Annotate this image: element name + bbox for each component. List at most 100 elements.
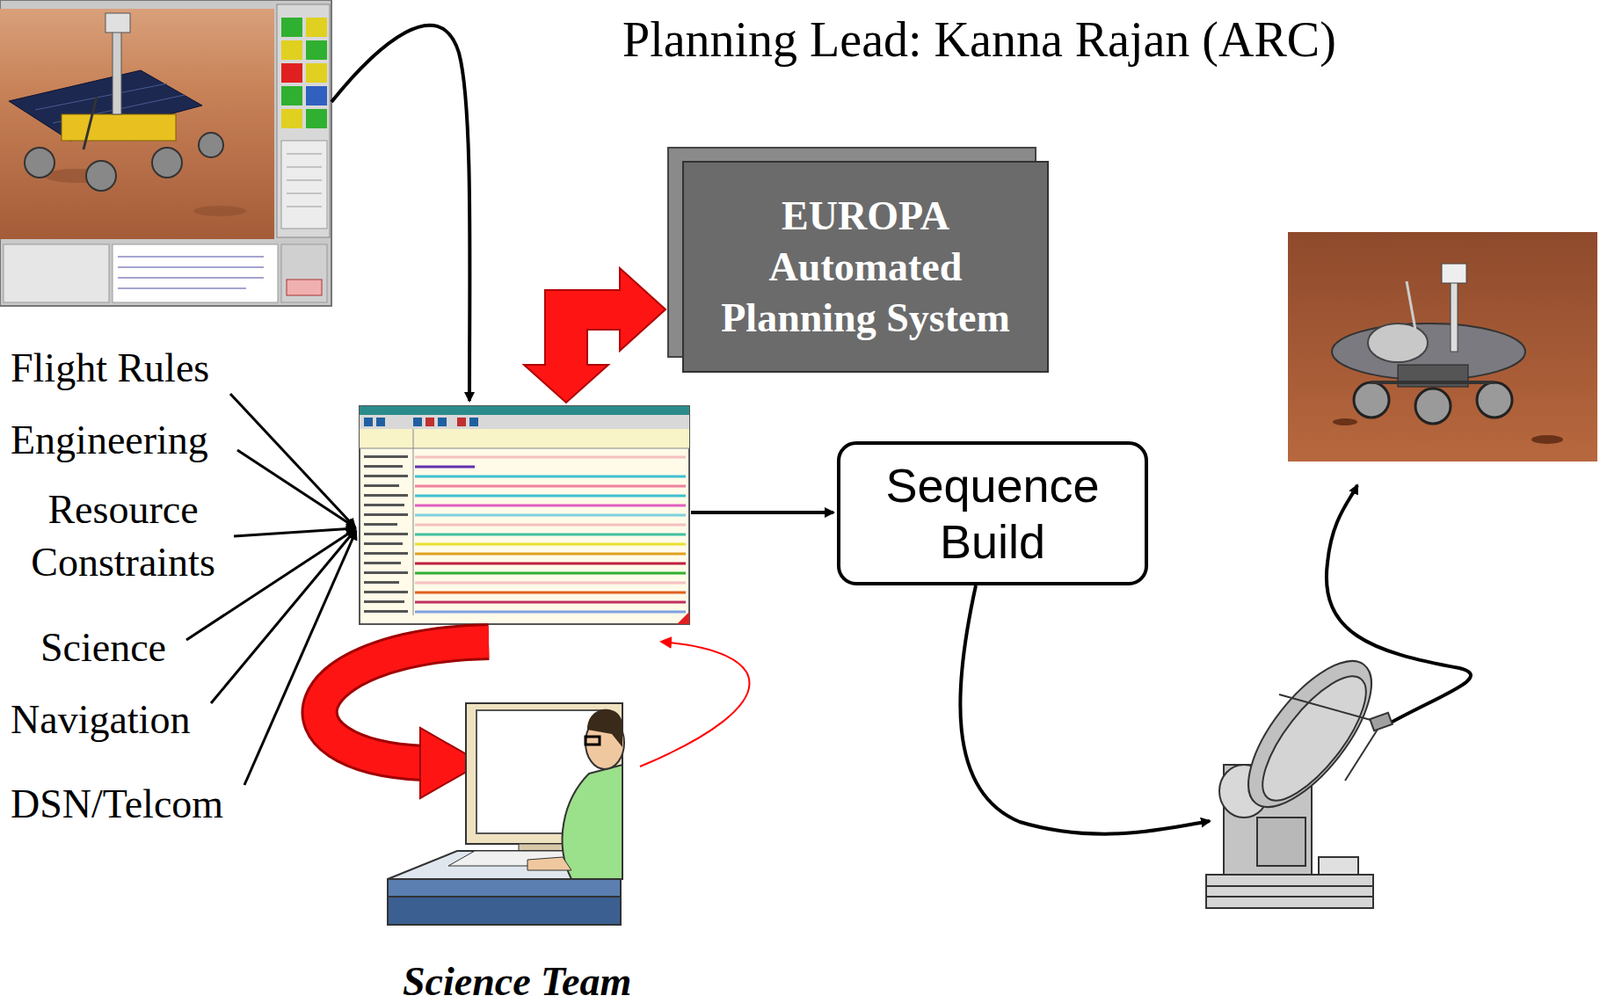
rover-photo (1287, 232, 1598, 462)
timeline-screenshot (376, 417, 386, 427)
simulator-screenshot (24, 147, 55, 178)
simulator-screenshot (3, 244, 110, 303)
antenna (1206, 874, 1374, 909)
timeline-screenshot (359, 406, 690, 415)
antenna (1279, 694, 1381, 723)
title: Planning Lead: Kanna Rajan (ARC) (622, 10, 1337, 69)
input-label: Navigation (10, 696, 190, 744)
timeline-screenshot (363, 455, 408, 613)
timeline-screenshot (363, 542, 403, 546)
antenna (1206, 641, 1394, 909)
timeline-screenshot (413, 429, 415, 616)
simulator-screenshot (286, 153, 322, 155)
antenna (1345, 725, 1381, 781)
timeline-screenshot (425, 417, 435, 427)
input-label: Resource Constraints (8, 483, 238, 590)
timeline-screenshot (414, 610, 686, 614)
timeline-screenshot (414, 523, 686, 527)
timeline-screenshot (359, 429, 690, 449)
red-curved-arrow (320, 641, 489, 799)
simulator-screenshot (286, 279, 322, 296)
red-curved-arrow (320, 641, 489, 764)
timeline-screenshot (359, 406, 690, 625)
simulator-screenshot (0, 0, 332, 306)
simulator-screenshot (305, 109, 328, 129)
timeline-screenshot (414, 504, 686, 508)
rover-photo (1332, 418, 1358, 426)
timeline-screenshot (414, 552, 686, 556)
timeline-screenshot (363, 523, 398, 526)
timeline-screenshot (363, 571, 408, 575)
timeline-screenshot (359, 448, 690, 450)
rover-photo (1353, 382, 1390, 418)
simulator-screenshot (305, 86, 328, 106)
simulator-screenshot (281, 140, 328, 229)
science-team-figure (585, 736, 600, 745)
timeline-screenshot (414, 562, 686, 566)
simulator-screenshot (8, 70, 203, 141)
timeline-screenshot (413, 417, 422, 427)
simulator-screenshot (152, 147, 182, 178)
antenna (1318, 857, 1359, 875)
simulator-screenshot (193, 205, 247, 217)
timeline-screenshot (363, 610, 408, 613)
timeline-screenshot (414, 457, 686, 612)
timeline-screenshot (414, 465, 475, 469)
timeline-screenshot (414, 456, 686, 459)
simulator-screenshot (281, 86, 303, 106)
antenna (1257, 817, 1306, 866)
input-label: Flight Rules (10, 344, 210, 393)
simulator-screenshot (305, 17, 328, 37)
input-lines (210, 530, 356, 704)
input-lines (244, 530, 357, 786)
input-lines (237, 450, 356, 528)
timeline-screenshot (359, 406, 690, 625)
rover-photo (1476, 382, 1513, 418)
feedback-arrow (640, 641, 750, 767)
simulator-screenshot (281, 63, 303, 83)
simulator-screenshot (281, 244, 328, 303)
science-team-figure (587, 709, 623, 748)
rover-photo (1371, 380, 1495, 385)
input-lines (186, 393, 357, 786)
science-team-figure (387, 896, 621, 925)
flow-arrow (960, 585, 1210, 835)
antenna (1369, 712, 1392, 732)
process-box: Sequence Build (836, 441, 1149, 586)
timeline-screenshot (363, 474, 408, 478)
timeline-screenshot (363, 494, 408, 497)
rover-photo (1287, 232, 1598, 462)
timeline-screenshot (414, 494, 686, 498)
simulator-screenshot (286, 206, 322, 208)
simulator-screenshot (61, 114, 176, 141)
timeline-screenshot (363, 503, 405, 507)
simulator-screenshot (305, 40, 328, 60)
simulator-screenshot (0, 8, 275, 240)
red-curved-arrow (320, 641, 489, 764)
simulator-screenshot (281, 40, 303, 60)
simulator-screenshot (117, 267, 264, 269)
timeline-screenshot (414, 533, 686, 537)
simulator-screenshot (117, 277, 264, 279)
timeline-screenshot (414, 543, 686, 546)
timeline-screenshot (469, 417, 479, 427)
simulator-screenshot (83, 96, 97, 150)
input-label: Science (40, 624, 167, 672)
rover-photo (1406, 281, 1416, 330)
timeline-screenshot (414, 572, 686, 575)
timeline-screenshot (363, 561, 401, 565)
timeline-screenshot (363, 600, 405, 604)
timeline-screenshot (363, 590, 408, 594)
antenna (1226, 641, 1393, 826)
timeline-screenshot (676, 611, 690, 625)
simulator-screenshot (305, 63, 328, 83)
timeline-screenshot (457, 417, 466, 427)
timeline-screenshot (414, 514, 686, 517)
input-lines (230, 393, 356, 528)
timeline-screenshot (363, 417, 373, 427)
simulator-screenshot (117, 288, 247, 290)
input-label: Engineering (10, 416, 209, 465)
science-team-figure (562, 764, 623, 880)
simulator-screenshot (286, 180, 322, 182)
science-team-figure (387, 879, 621, 897)
